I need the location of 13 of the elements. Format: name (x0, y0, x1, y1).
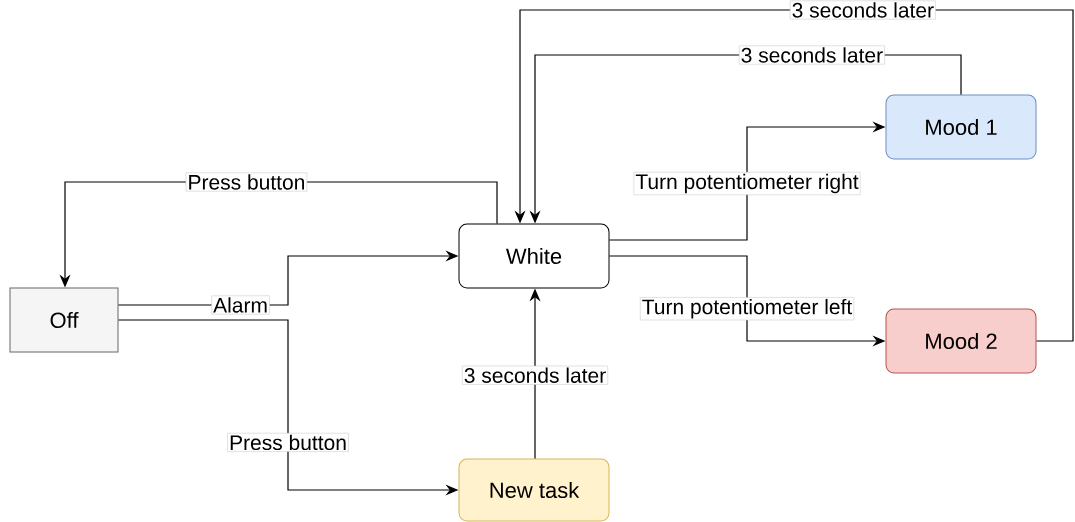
edge-label: Turn potentiometer left (639, 297, 855, 321)
edge-label: Turn potentiometer right (633, 171, 861, 196)
state-box: New task (458, 458, 610, 522)
edge-label: 3 seconds later (462, 365, 608, 385)
edge-label: Press button (185, 172, 308, 192)
edge-label: 3 seconds later (789, 0, 936, 20)
state-box: Mood 1 (885, 94, 1037, 160)
edge-label: 3 seconds later (738, 45, 885, 65)
state-box: Off (9, 287, 119, 353)
state-box: Mood 2 (885, 308, 1037, 374)
state-box: White (458, 223, 610, 289)
edge-label: Alarm (211, 295, 270, 315)
edge-label: Press button (227, 432, 349, 452)
